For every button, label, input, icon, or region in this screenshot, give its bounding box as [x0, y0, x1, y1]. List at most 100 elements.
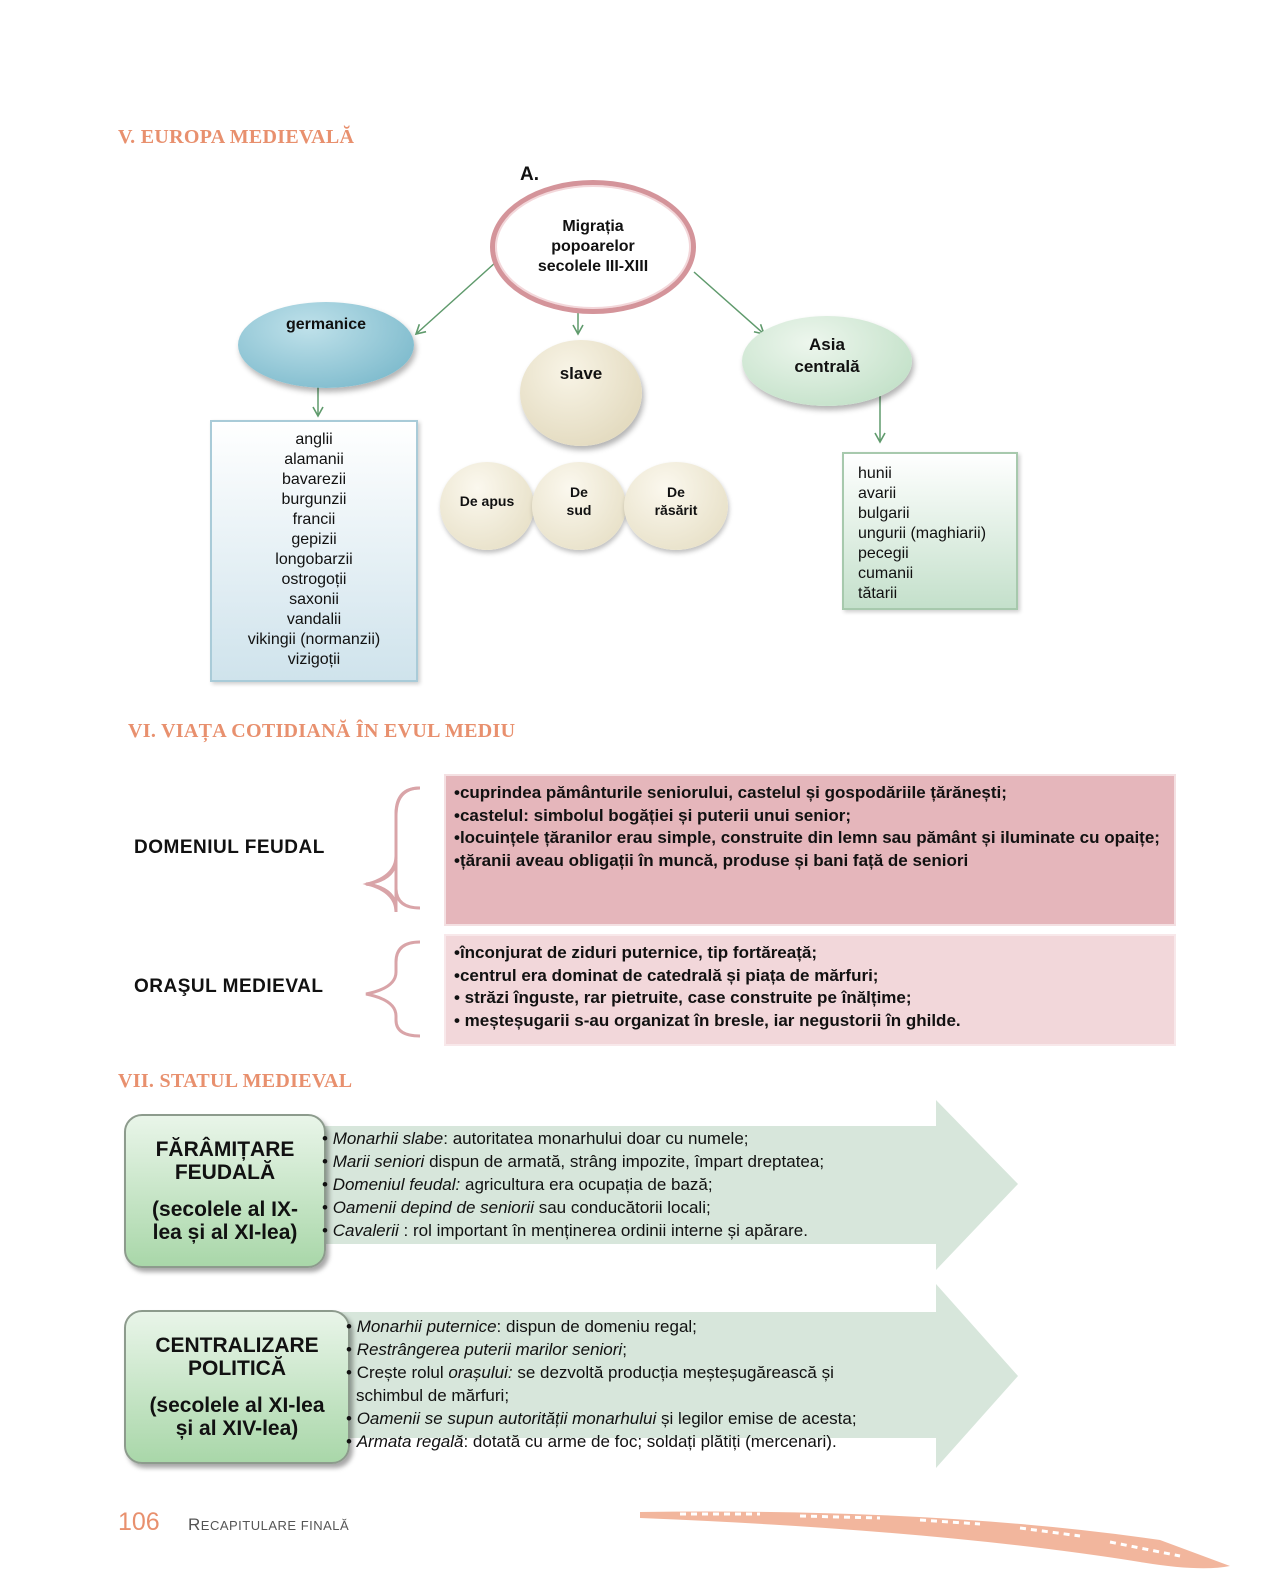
list-item: • meșteșugarii s-au organizat în bresle,… [454, 1010, 961, 1030]
domeniul-label: DOMENIUL FEUDAL [134, 837, 325, 858]
list-item: • Crește rolul orașului: se dezvoltă pro… [346, 1363, 834, 1382]
list-item: ostrogoții [281, 571, 347, 588]
arrow-to-germanice [414, 261, 497, 336]
faramitare-title: FĂRÂMIȚARE FEUDALĂ [155, 1138, 295, 1184]
list-item: burgunzii [281, 491, 347, 508]
item-term: Restrângerea puterii marilor seniori [356, 1340, 623, 1359]
list-item: •cuprindea pământurile seniorului, caste… [454, 783, 1007, 802]
item-term: Oamenii se supun autorității monarhului [356, 1409, 657, 1428]
item-text: sau conducătorii locali; [538, 1198, 711, 1217]
brace-icon [365, 882, 421, 911]
faramitare-arrow [300, 1100, 1018, 1270]
item-term: Oamenii depind de seniorii [332, 1198, 534, 1217]
list-item: • Oamenii depind de seniorii sau conducă… [322, 1198, 711, 1217]
list-item: •înconjurat de ziduri puternice, tip for… [454, 943, 817, 962]
domeniul-box: •cuprindea pământurile seniorului, caste… [444, 774, 1176, 926]
brace-icon [365, 786, 421, 911]
centralizare-title: CENTRALIZARE POLITICĂ [155, 1334, 319, 1380]
germanice-title: germanice [285, 316, 367, 333]
list-item: anglii [295, 431, 333, 448]
arrow-to-asia [693, 271, 766, 336]
item-term: Armata regală [356, 1432, 464, 1451]
section-vii-title: VII. STATUL MEDIEVAL [118, 1070, 353, 1092]
list-item: longobarzii [275, 551, 353, 568]
footer-label-rest: ECAPITULARE FINALĂ [200, 1518, 350, 1533]
item-text: : dotată cu arme de foc; soldați plătiți… [463, 1432, 837, 1451]
list-item: gepizii [291, 531, 337, 548]
list-item: alamanii [284, 451, 344, 468]
page-number: 106 [118, 1508, 160, 1536]
slave-title: slave [559, 364, 603, 383]
decorative-ornament-icon [640, 1511, 1230, 1569]
list-item: •centrul era dominat de catedrală și pia… [454, 965, 879, 985]
item-term: Monarhii puternice [356, 1317, 497, 1336]
brace-icon [362, 786, 421, 913]
migration-center-text: Migrația popoarelor secolele III-XIII [537, 218, 649, 275]
list-item: • Monarhii puternice: dispun de domeniu … [346, 1317, 697, 1336]
section-v-title: V. EUROPA MEDIEVALĂ [118, 126, 355, 148]
faramitare-list: • Monarhii slabe: autoritatea monarhului… [322, 1127, 824, 1242]
slave-node: slave [520, 340, 642, 446]
list-item: pecegii [858, 545, 909, 562]
list-item: •locuințele țăranilor erau simple, const… [454, 828, 1160, 847]
slave-group-label: De apus [459, 493, 515, 509]
list-item: cumanii [858, 565, 914, 582]
migration-center-node: Migrația popoarelor secolele III-XIII [490, 180, 696, 314]
item-term: orașului: [448, 1363, 513, 1382]
list-item: • Marii seniori dispun de armată, strâng… [322, 1152, 825, 1171]
footer-label-initial: R [188, 1515, 201, 1534]
list-item: bulgarii [858, 505, 910, 522]
list-item: vikingii (normanzii) [247, 631, 381, 648]
item-text: agricultura era ocupația de bază; [465, 1175, 713, 1194]
list-item-continuation: schimbul de mărfuri; [356, 1386, 510, 1405]
list-item: • Monarhii slabe: autoritatea monarhului… [322, 1129, 749, 1148]
list-item: tătarii [858, 585, 898, 602]
orasul-label: ORAŞUL MEDIEVAL [134, 976, 324, 997]
slave-group-label: De răsărit [654, 484, 698, 518]
footer-label: RECAPITULARE FINALĂ [188, 1515, 349, 1535]
centralizare-period: (secolele al XI-lea și al XIV-lea) [149, 1394, 325, 1440]
list-item: • străzi înguste, rar pietruite, case co… [454, 988, 912, 1007]
list-item: bavarezii [281, 471, 347, 488]
centralizare-box: CENTRALIZARE POLITICĂ (secolele al XI-le… [124, 1310, 350, 1464]
item-text: ; [622, 1340, 627, 1359]
item-term: Marii seniori [332, 1152, 425, 1171]
item-sep: : [443, 1129, 453, 1148]
faramitare-box: FĂRÂMIȚARE FEUDALĂ (secolele al IX-lea ș… [124, 1114, 326, 1268]
list-item: • Restrângerea puterii marilor seniori; [346, 1340, 627, 1359]
germanice-node: germanice [238, 302, 414, 388]
diagram-label: A. [520, 164, 539, 185]
item-text: se dezvoltă producția meșteșugărească și [512, 1363, 834, 1382]
list-item: • Armata regală: dotată cu arme de foc; … [346, 1432, 837, 1451]
list-item: •țăranii aveau obligații în muncă, produ… [454, 850, 969, 870]
list-item: saxonii [289, 591, 339, 608]
list-item: ungurii (maghiarii) [858, 525, 987, 542]
item-text: autoritatea monarhului doar cu numele; [452, 1129, 749, 1148]
asia-list: hunii avarii bulgarii ungurii (maghiarii… [842, 452, 1018, 610]
germanice-list: anglii alamanii bavarezii burgunzii fran… [210, 420, 418, 682]
item-term: Cavalerii [332, 1221, 399, 1240]
section-vi-title: VI. VIAȚA COTIDIANĂ ÎN EVUL MEDIU [128, 720, 516, 742]
item-sep: : [398, 1221, 413, 1240]
list-item: hunii [858, 465, 892, 482]
brace-icons [362, 786, 421, 1038]
list-item: avarii [858, 485, 897, 502]
list-item: • Oamenii se supun autorității monarhulu… [346, 1409, 857, 1428]
list-item: •castelul: simbolul bogăției și puterii … [454, 805, 852, 825]
diagram-connectors [312, 261, 886, 444]
brace-icon [365, 940, 421, 1038]
orasul-box: •înconjurat de ziduri puternice, tip for… [444, 934, 1176, 1046]
asia-title: Asia centrală [794, 335, 860, 376]
list-item: vandalii [286, 611, 342, 628]
item-term: Domeniul feudal: [332, 1175, 461, 1194]
arrow-shapes [300, 1100, 1018, 1468]
slave-group-west: De apus [440, 462, 534, 550]
slave-group-south: De sud [532, 462, 626, 550]
list-item: • Domeniul feudal: agricultura era ocupa… [322, 1175, 713, 1194]
centralizare-arrow [322, 1284, 1018, 1468]
list-item: • Cavalerii : rol important în menținere… [322, 1221, 808, 1240]
slave-group-east: De răsărit [624, 462, 728, 550]
item-text: dispun de armată, strâng impozite, împar… [429, 1152, 825, 1171]
faramitare-period: (secolele al IX-lea și al XI-lea) [152, 1198, 298, 1244]
item-text: rol important în menținerea ordinii inte… [413, 1221, 808, 1240]
